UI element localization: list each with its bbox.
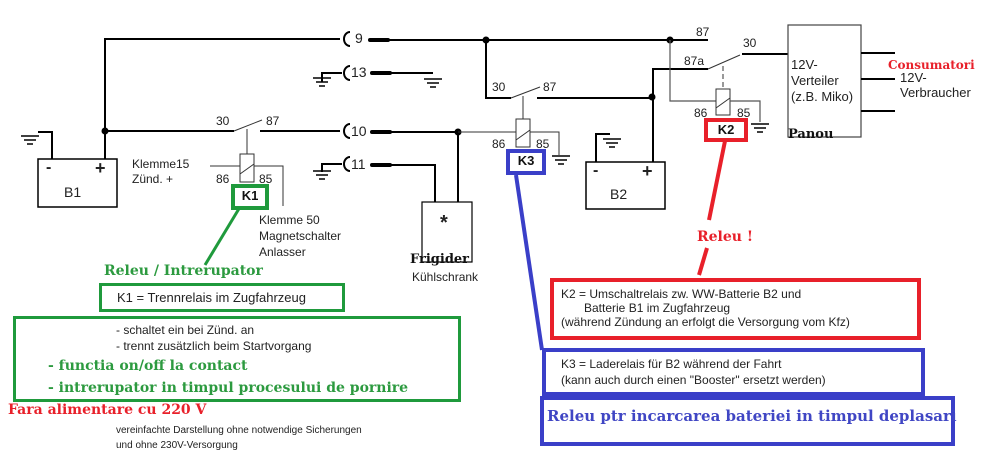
k3-pin-30: 30 <box>492 80 506 94</box>
b1-plus: + <box>95 158 106 178</box>
wire-to-k3-30 <box>485 40 511 99</box>
k3-description-box: K3 = Laderelais für B2 während der Fahrt… <box>542 348 925 396</box>
k1-desc-ro-2: - intrerupator in timpul procesului de p… <box>48 380 409 396</box>
k1-title-ro: Releu / Intrerupator <box>104 263 263 279</box>
footnote-line-2: und ohne 230V-Versorgung <box>116 440 238 451</box>
k1-pin-87: 87 <box>266 114 280 128</box>
k1-desc-de-2: - trennt zusätzlich beim Startvorgang <box>116 339 312 353</box>
panel-label: Panou <box>788 127 834 142</box>
consumers-label-de-2: Verbraucher <box>900 85 971 100</box>
k3-pin-87: 87 <box>543 80 557 94</box>
k1-pin-30: 30 <box>216 114 230 128</box>
k1-title-box: K1 = Trennrelais im Zugfahrzeug <box>99 283 345 312</box>
relay-k2 <box>666 36 789 133</box>
k2-pin-87a: 87a <box>684 54 705 68</box>
fridge-label-ro: Frigider <box>410 252 470 267</box>
k3-tag: K3 <box>506 149 546 175</box>
fridge-label-de: Kühlschrank <box>412 270 479 284</box>
k1-pin-86: 86 <box>216 172 230 186</box>
k2-pin-30: 30 <box>743 36 757 50</box>
k3-title-box: Releu ptr incarcarea bateriei in timpul … <box>540 396 957 446</box>
junction-dot <box>648 93 656 101</box>
k2-callout-line-upper <box>707 140 727 221</box>
k1-desc-ro-1: - functia on/off la contact <box>48 358 248 374</box>
ground-icon <box>551 155 571 165</box>
ground-icon <box>750 123 770 133</box>
b2-plus: + <box>642 161 653 181</box>
k2-desc-2: Batterie B1 im Zugfahrzeug <box>584 301 731 315</box>
distributor-label-1: 12V- <box>791 57 818 72</box>
k3-pin-86: 86 <box>492 137 506 151</box>
b1-label: B1 <box>64 184 82 200</box>
b2-label: B2 <box>610 186 628 202</box>
pin-13-label: 13 <box>351 64 367 80</box>
b1-ground-wire <box>38 131 53 159</box>
relay-k3 <box>458 86 652 165</box>
k2-tag: K2 <box>704 118 748 142</box>
pin-10-label: 10 <box>351 123 367 139</box>
k1-callout-line <box>203 206 242 266</box>
k3-desc-1: K3 = Laderelais für B2 während der Fahrt <box>561 357 782 371</box>
k1-85-wire <box>254 165 284 206</box>
k2-desc-3: (während Zündung an erfolgt die Versorgu… <box>561 315 850 329</box>
k3-title-ro: Releu ptr incarcarea bateriei in timpul … <box>547 407 957 425</box>
k2-pin-85: 85 <box>737 106 751 120</box>
fridge-symbol: * <box>440 212 448 234</box>
wire-b1-to-pin9 <box>104 38 340 159</box>
k1-title-de: K1 = Trennrelais im Zugfahrzeug <box>117 290 306 305</box>
k3-pin-85: 85 <box>536 137 550 151</box>
distributor-label-3: (z.B. Miko) <box>791 89 854 104</box>
ground-icon <box>602 138 622 148</box>
klemme50-label: Klemme 50 <box>259 213 320 227</box>
relay-k1 <box>210 119 340 206</box>
ground-icon <box>312 170 332 180</box>
anlasser-label: Anlasser <box>259 245 306 259</box>
no-220v-note: Fara alimentare cu 220 V <box>8 402 207 418</box>
k1-pin-85: 85 <box>259 172 273 186</box>
pin-11-label: 11 <box>351 156 366 172</box>
k1-description-box: - schaltet ein bei Zünd. an - trennt zus… <box>13 316 461 402</box>
footnote-line-1: vereinfachte Darstellung ohne notwendige… <box>116 425 362 436</box>
connector-pin-11 <box>312 156 436 202</box>
distributor-box <box>787 24 862 138</box>
k2-pin-86: 86 <box>694 106 708 120</box>
ground-icon <box>423 78 443 88</box>
connector-pin-9 <box>343 31 487 47</box>
b1-minus: - <box>46 159 52 176</box>
consumers-label-ro: Consumatori <box>888 58 975 72</box>
k1-switch-contact <box>233 119 263 132</box>
k3-desc-2: (kann auch durch einen "Booster" ersetzt… <box>561 373 826 387</box>
k2-callout-line-lower <box>697 247 709 276</box>
consumers-label-de-1: 12V- <box>900 70 927 85</box>
k1-desc-de-1: - schaltet ein bei Zünd. an <box>116 323 255 337</box>
klemme15-label: Klemme15 <box>132 157 190 171</box>
pin-9-label: 9 <box>355 30 363 46</box>
distributor-label-2: Verteiler <box>791 73 839 88</box>
b2-minus: - <box>593 162 599 179</box>
connector-pin-10 <box>343 123 458 139</box>
wire-b2-to-k2-87a <box>652 68 708 162</box>
k2-desc-1: K2 = Umschaltrelais zw. WW-Batterie B2 u… <box>561 287 802 301</box>
battery-b1 <box>20 131 118 208</box>
ground-icon <box>20 135 40 145</box>
k2-description-box: K2 = Umschaltrelais zw. WW-Batterie B2 u… <box>550 278 921 340</box>
zund-plus-label: Zünd. + <box>132 172 174 186</box>
k2-title-ro: Releu ! <box>697 229 753 245</box>
battery-b2 <box>585 68 708 210</box>
k1-tag: K1 <box>231 184 269 210</box>
k2-pin-87: 87 <box>696 25 710 39</box>
k3-callout-line <box>514 174 544 351</box>
connector-pin-13 <box>312 65 443 88</box>
fridge-box <box>421 201 473 263</box>
magnetschalter-label: Magnetschalter <box>259 229 342 243</box>
